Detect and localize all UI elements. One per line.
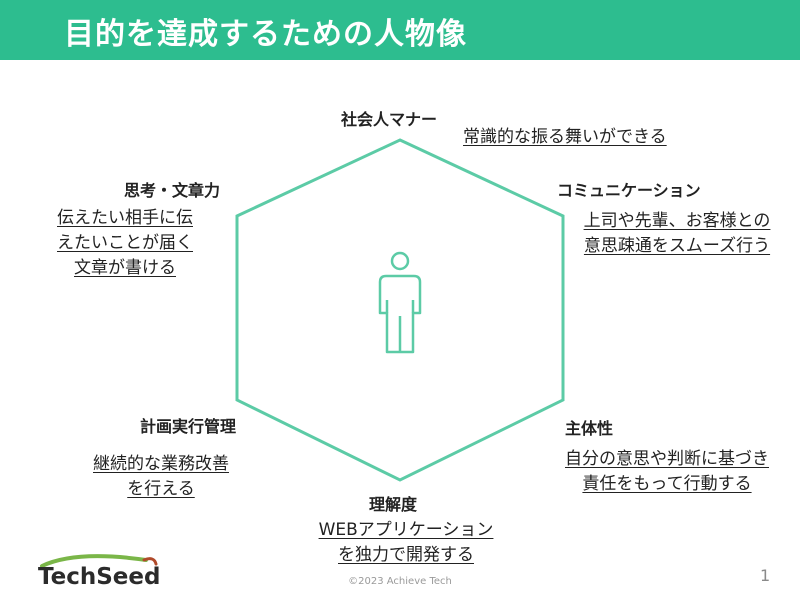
desc-line: 伝えたい相手に伝 [57, 208, 193, 228]
heading-plan-execution: 計画実行管理 [140, 417, 237, 436]
title-bar: 目的を達成するための人物像 [0, 0, 800, 60]
desc-independence: 自分の意思や判断に基づき 責任をもって行動する [540, 447, 794, 497]
hexagon-outline [235, 138, 565, 482]
desc-thinking-writing: 伝えたい相手に伝 えたいことが届く 文章が書ける [30, 206, 220, 281]
person-outline-icon [378, 251, 422, 354]
desc-line: 継続的な業務改善 [93, 454, 229, 474]
desc-line: 自分の意思や判断に基づき [565, 449, 769, 469]
desc-line: えたいことが届く [57, 233, 193, 253]
heading-social-manners: 社会人マナー [341, 110, 438, 129]
desc-social-manners: 常識的な振る舞いができる [463, 125, 667, 150]
heading-understanding: 理解度 [369, 495, 418, 514]
techseed-logo: TechSeed [36, 552, 176, 594]
page-title: 目的を達成するための人物像 [64, 17, 467, 52]
logo-text: TechSeed [38, 564, 161, 590]
desc-plan-execution: 継続的な業務改善 を行える [64, 452, 258, 502]
heading-communication: コミュニケーション [557, 181, 701, 200]
desc-line: を行える [127, 479, 195, 499]
heading-independence: 主体性 [565, 419, 614, 438]
desc-line: 文章が書ける [74, 258, 176, 278]
desc-understanding: WEBアプリケーション を独力で開発する [290, 518, 522, 568]
desc-line: 上司や先輩、お客様との [583, 211, 771, 231]
desc-line: WEBアプリケーション [318, 520, 494, 540]
heading-thinking-writing: 思考・文章力 [124, 181, 221, 200]
page-number: 1 [760, 566, 771, 585]
desc-line: 意思疎通をスムーズ行う [583, 236, 771, 256]
desc-line: を独力で開発する [338, 545, 474, 565]
desc-communication: 上司や先輩、お客様との 意思疎通をスムーズ行う [564, 209, 790, 259]
logo-leaf-icon [40, 554, 158, 568]
desc-line: 常識的な振る舞いができる [463, 127, 667, 147]
desc-line: 責任をもって行動する [582, 474, 752, 494]
copyright: ©2023 Achieve Tech [348, 576, 452, 587]
